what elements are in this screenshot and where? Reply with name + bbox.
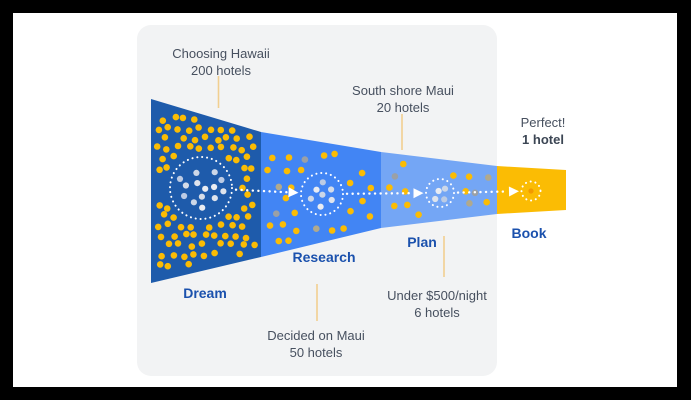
annotation-plan-top: South shore Maui 20 hotels xyxy=(352,82,454,116)
scatter-dots-dream xyxy=(153,113,258,270)
focus-circle-1 xyxy=(169,156,233,220)
annotation-plan-top-line2: 20 hotels xyxy=(376,100,430,115)
focus-circle-2 xyxy=(300,172,344,216)
annotation-book: Perfect! 1 hotel xyxy=(521,114,566,148)
stage-label-plan: Plan xyxy=(407,234,437,250)
stage-label-book: Book xyxy=(511,225,547,241)
annotation-plan-top-line1: South shore Maui xyxy=(352,83,454,98)
flow-arrow-3 xyxy=(456,186,519,197)
annotation-book-line1: Perfect! xyxy=(520,115,566,130)
annotation-plan-bottom: Under $500/night 6 hotels xyxy=(387,287,487,321)
annotation-dream: Choosing Hawaii 200 hotels xyxy=(172,45,270,79)
scatter-dots-research xyxy=(264,150,375,245)
stage-label-research: Research xyxy=(292,249,356,265)
flow-arrow-1 xyxy=(234,187,299,198)
annotation-plan-bottom-line2: 6 hotels xyxy=(414,305,460,320)
annotation-book-line2: 1 hotel xyxy=(522,132,564,147)
focus-circle-4 xyxy=(520,180,542,202)
focus-circle-3 xyxy=(425,178,455,208)
annotation-dream-line1: Choosing Hawaii xyxy=(172,46,270,61)
scatter-dots-plan xyxy=(386,160,492,218)
flow-arrow-2 xyxy=(345,188,424,199)
stage-label-dream: Dream xyxy=(183,285,227,301)
annotation-dream-line2: 200 hotels xyxy=(191,63,251,78)
annotation-plan-bottom-line1: Under $500/night xyxy=(387,288,487,303)
annotation-research: Decided on Maui 50 hotels xyxy=(267,327,365,361)
annotation-research-line2: 50 hotels xyxy=(289,345,343,360)
annotation-research-line1: Decided on Maui xyxy=(267,328,365,343)
